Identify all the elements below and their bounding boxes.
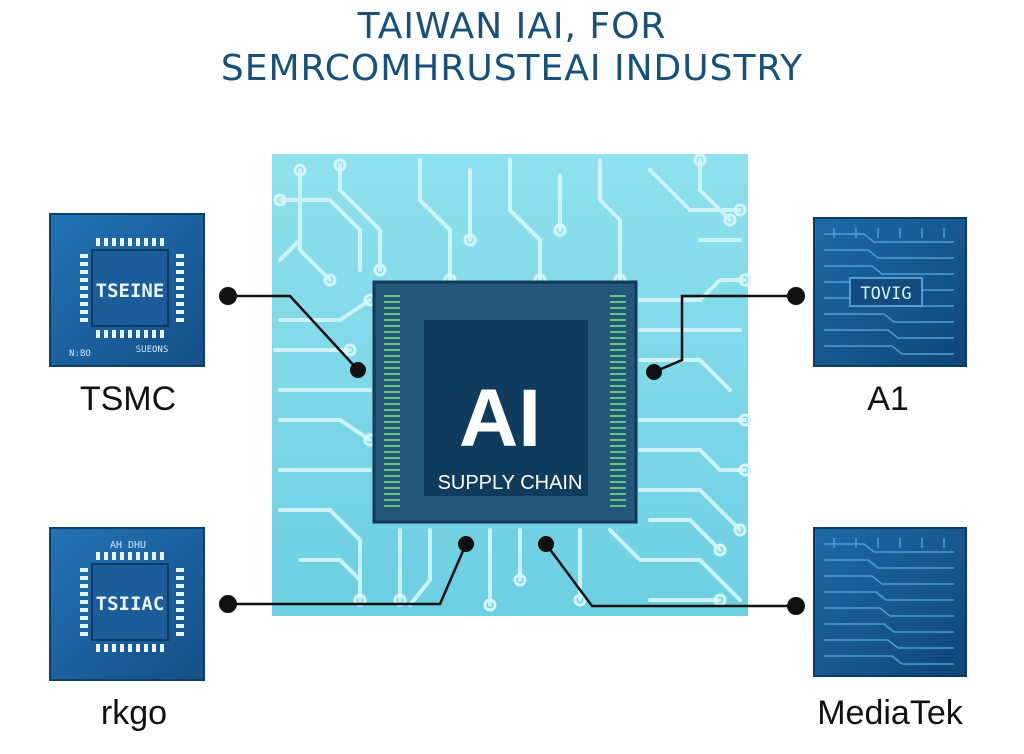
ai-center-chip[interactable]: AI SUPPLY CHAIN: [372, 280, 638, 524]
node-top-left-chip[interactable]: TSEINE N:BO SUEONS: [49, 213, 205, 367]
wire-top-right: [653, 294, 796, 374]
circuit-board: [272, 153, 752, 616]
node-top-right-caption: A1: [867, 380, 909, 418]
node-bottom-left-chip[interactable]: AH DHU TSIIAC: [49, 527, 205, 681]
title-line-1: TAIWAN IAI, FOR: [357, 6, 667, 47]
connector-wires: [228, 294, 796, 608]
node-top-right-chip-text: TOVIG: [860, 284, 911, 304]
node-top-left-small-right: SUEONS: [136, 345, 169, 355]
wire-bottom-right: [544, 543, 796, 608]
wire-bottom-left: [228, 543, 468, 606]
node-top-right-chip[interactable]: TOVIG: [813, 217, 967, 367]
title-line-2: SEMRCOMHRUSTEAI INDUSTRY: [220, 48, 804, 89]
node-top-left-caption: TSMC: [80, 380, 176, 418]
center-chip-subtitle: SUPPLY CHAIN: [438, 472, 583, 494]
connector-dots: [219, 287, 805, 615]
node-top-left-small-left: N:BO: [69, 349, 91, 359]
node-bottom-right-caption: MediaTek: [817, 694, 964, 732]
node-bottom-left-caption: rkgo: [101, 694, 167, 732]
node-top-left-chip-text: TSEINE: [96, 280, 165, 302]
node-bottom-right-chip[interactable]: [813, 527, 967, 677]
wire-top-left: [228, 294, 359, 371]
node-bottom-left-small-top: AH DHU: [110, 540, 146, 551]
center-chip-title: AI: [459, 373, 541, 464]
node-bottom-left-chip-text: TSIIAC: [96, 593, 165, 615]
